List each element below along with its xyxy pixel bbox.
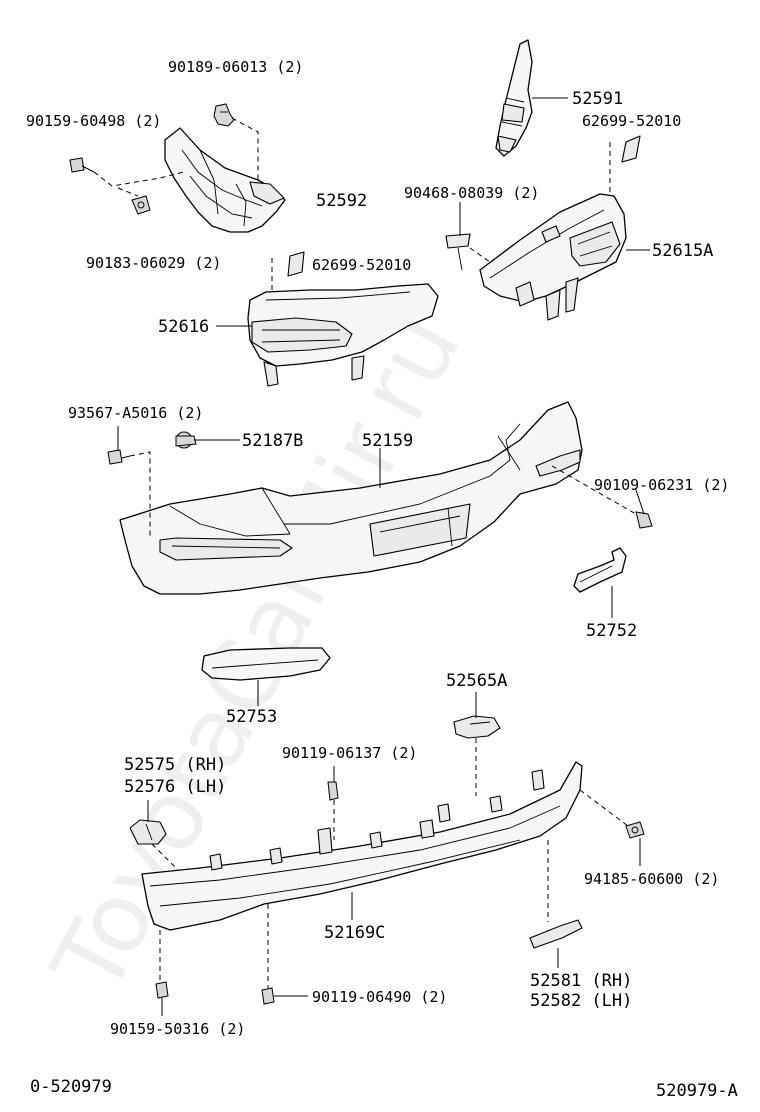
label-90119-06137: 90119-06137 (2) <box>282 744 417 762</box>
label-93567-A5016: 93567-A5016 (2) <box>68 404 203 422</box>
label-52616: 52616 <box>158 317 209 337</box>
screw-90159-50316[interactable] <box>155 981 169 999</box>
label-90468-08039: 90468-08039 (2) <box>404 184 539 202</box>
label-52582-lh: 52582 (LH) <box>530 991 632 1011</box>
label-90109-06231: 90109-06231 (2) <box>594 476 729 494</box>
label-52615A: 52615A <box>652 241 713 261</box>
part-52615A-lamp-bracket[interactable] <box>479 193 627 321</box>
part-52159-bumper-cover[interactable] <box>119 401 583 595</box>
retainer-52565A[interactable] <box>453 715 501 739</box>
footer-left-code: 0-520979 <box>30 1077 112 1097</box>
molding-52753[interactable] <box>201 647 331 681</box>
part-52592-bracket[interactable] <box>164 127 286 233</box>
part-52591-bracket[interactable] <box>495 39 533 157</box>
clip-90189-06013[interactable] <box>213 103 235 127</box>
clip-52187B[interactable] <box>175 431 197 449</box>
label-94185-60600: 94185-60600 (2) <box>584 870 719 888</box>
label-90159-50316: 90159-50316 (2) <box>110 1020 245 1038</box>
clip-90468-08039[interactable] <box>445 233 471 271</box>
label-52575-rh: 52575 (RH) <box>124 755 226 775</box>
label-90183-06029: 90183-06029 (2) <box>86 254 221 272</box>
label-52576-lh: 52576 (LH) <box>124 777 226 797</box>
nut-94185-60600[interactable] <box>625 821 645 839</box>
label-52581-rh: 52581 (RH) <box>530 971 632 991</box>
label-52591: 52591 <box>572 89 623 109</box>
label-90189-06013: 90189-06013 (2) <box>168 58 303 76</box>
screw-90119-06490[interactable] <box>261 987 275 1005</box>
screw-90119-06137[interactable] <box>327 766 339 801</box>
label-52169C: 52169C <box>324 923 385 943</box>
label-62699-52010-lower: 62699-52010 <box>312 256 411 274</box>
nut-90183-06029[interactable] <box>131 195 151 215</box>
pad-62699-52010-lower[interactable] <box>287 251 305 277</box>
pad-62699-52010-upper[interactable] <box>621 135 641 163</box>
screw-90109-06231[interactable] <box>635 511 653 529</box>
label-52592: 52592 <box>316 191 367 211</box>
screw-90159-60498[interactable] <box>69 157 95 173</box>
label-52753: 52753 <box>226 707 277 727</box>
part-52169C-lower-spoiler[interactable] <box>141 761 583 931</box>
molding-52581-52582[interactable] <box>529 919 583 949</box>
label-52752: 52752 <box>586 621 637 641</box>
retainer-52575-52576[interactable] <box>129 819 167 845</box>
label-52159: 52159 <box>362 431 413 451</box>
part-52616-lamp-bracket[interactable] <box>247 283 439 387</box>
label-90119-06490: 90119-06490 (2) <box>312 988 447 1006</box>
molding-52752[interactable] <box>573 547 627 593</box>
footer-right-code: 520979-A <box>656 1081 738 1101</box>
label-52565A: 52565A <box>446 671 507 691</box>
label-90159-60498: 90159-60498 (2) <box>26 112 161 130</box>
label-52187B: 52187B <box>242 431 303 451</box>
screw-93567-A5016[interactable] <box>107 426 131 465</box>
label-62699-52010-upper: 62699-52010 <box>582 112 681 130</box>
